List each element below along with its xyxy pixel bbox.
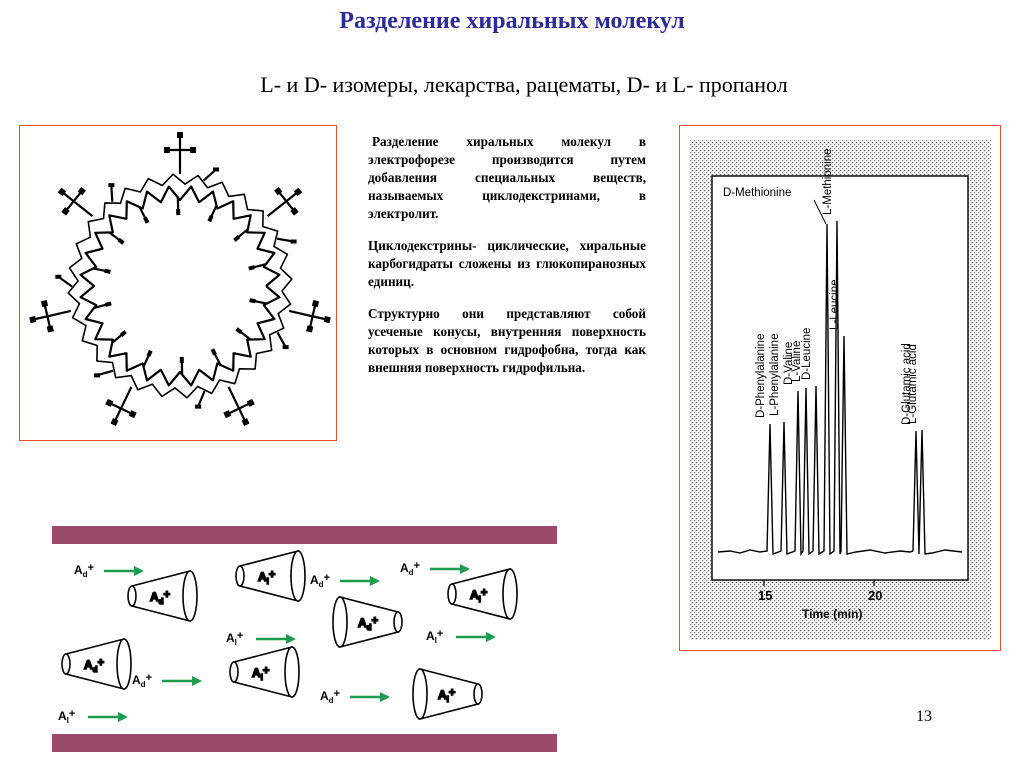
- capillary-wall-bottom: [52, 734, 557, 752]
- paragraph-2: Циклодекстрины- циклические, хиральные к…: [368, 238, 646, 289]
- peak-label: D-Methionine: [723, 187, 791, 199]
- cone-ion-label: Ad+: [84, 657, 104, 674]
- migration-arrow-head: [118, 712, 128, 722]
- cone-ion-label: Al+: [470, 587, 487, 604]
- free-ion: Al+: [58, 708, 128, 725]
- cyclodextrin-cone: Ad+: [332, 595, 403, 649]
- migration-arrow-head: [134, 566, 144, 576]
- paragraph-1: Разделение хиральных молекул в электрофо…: [368, 134, 646, 221]
- free-ion: Ad+: [132, 672, 202, 689]
- free-ion-label: Al+: [426, 628, 443, 645]
- x-tick-label: 20: [868, 588, 882, 603]
- cone-ion-label: Al+: [258, 569, 275, 586]
- peak-label: L-Valine: [791, 341, 803, 382]
- free-ion-label: Al+: [58, 708, 75, 725]
- migration-arrow-head: [286, 634, 296, 644]
- free-ion: Ad+: [400, 560, 470, 577]
- x-tick-label: 15: [758, 588, 772, 603]
- cone-ion-label: Ad+: [358, 615, 378, 632]
- page-number: 13: [916, 708, 932, 725]
- free-ion-label: Ad+: [400, 560, 420, 577]
- cone-ion-label: Al+: [252, 665, 269, 682]
- paragraph-3: Структурно они представляют собой усечен…: [368, 306, 646, 375]
- migration-arrow-head: [192, 676, 202, 686]
- slide-title: Разделение хиральных молекул: [339, 8, 685, 34]
- peak-label: D-Phenylalanine: [755, 334, 767, 418]
- axis-label-band: [704, 582, 976, 626]
- free-ion: Ad+: [74, 562, 144, 579]
- free-ion: Al+: [226, 630, 296, 647]
- cyclodextrin-structure-figure: [19, 125, 337, 441]
- peak-leader-line: [813, 199, 827, 225]
- peak-label: L-Methionine: [822, 149, 834, 215]
- ring-bonds: [29, 132, 331, 427]
- peak-label: L-Glutamic acid: [907, 344, 919, 424]
- peak-label: L-Phenylalanine: [769, 334, 781, 416]
- plot-area: [711, 175, 969, 581]
- peak-label: D-Leucine: [801, 328, 813, 380]
- cone-ion-label: Ad+: [150, 589, 170, 606]
- chiral-separation-diagram: Ad+ Al+ Ad+ Al+ Ad+ Al+ Al+ Ad+ Ad+ Ad+ Al+ Al+ Ad+…: [52, 526, 557, 752]
- free-ion-label: Al+: [226, 630, 243, 647]
- peak-label: D-Glutamic acid: [901, 343, 913, 425]
- cyclodextrin-cone: Ad+: [127, 569, 198, 623]
- migration-arrow-head: [460, 564, 470, 574]
- slide-subtitle: L- и D- изомеры, лекарства, рацематы, D-…: [260, 72, 788, 97]
- free-ion-label: Ad+: [320, 688, 340, 705]
- free-ion: Ad+: [310, 572, 380, 589]
- cyclodextrin-cone: Al+: [447, 567, 518, 621]
- peak-label: L-Leucine: [829, 279, 841, 330]
- migration-arrow-head: [486, 632, 496, 642]
- cyclodextrin-cone: Ad+: [61, 637, 132, 691]
- cyclodextrin-cone: Al+: [229, 645, 300, 699]
- cone-ion-label: Al+: [438, 687, 455, 704]
- x-axis-label: Time (min): [802, 607, 862, 621]
- peak-label: D-Valine: [783, 342, 795, 385]
- free-ion: Ad+: [320, 688, 390, 705]
- migration-arrow-head: [370, 576, 380, 586]
- cyclodextrin-cone: Al+: [412, 667, 483, 721]
- migration-arrow-head: [380, 692, 390, 702]
- electropherogram-trace: [717, 220, 963, 557]
- free-ion: Al+: [426, 628, 496, 645]
- cyclodextrin-cone: Al+: [235, 549, 306, 603]
- free-ion-label: Ad+: [132, 672, 152, 689]
- cyclodextrin-ring-drawing: [29, 132, 331, 427]
- free-ion-label: Ad+: [74, 562, 94, 579]
- capillary-wall-top: [52, 526, 557, 544]
- free-ion-label: Ad+: [310, 572, 330, 589]
- description-text: Разделение хиральных молекул в электрофо…: [368, 133, 646, 391]
